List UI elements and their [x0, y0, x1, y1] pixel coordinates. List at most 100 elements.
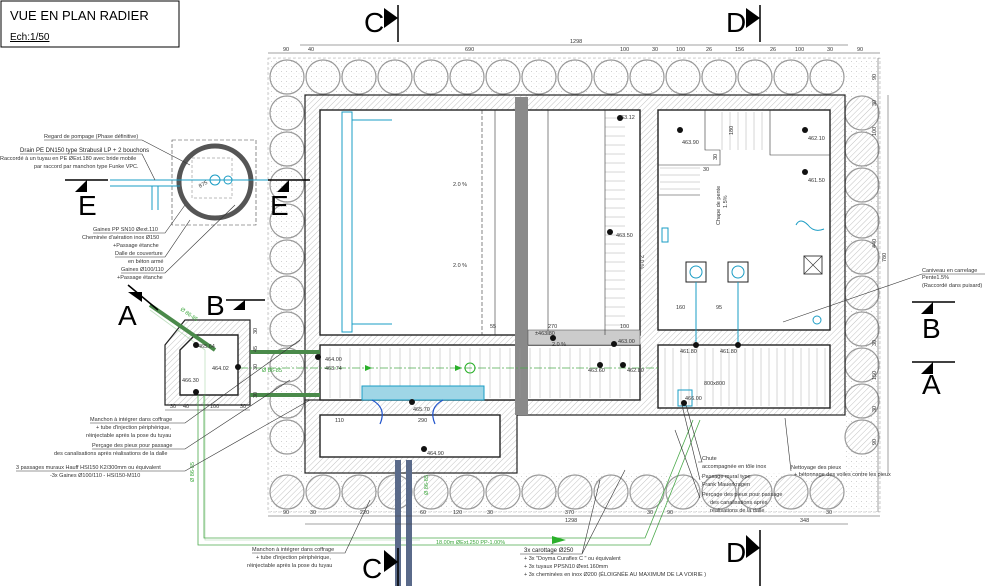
svg-text:461.80: 461.80 [680, 349, 697, 355]
svg-text:en béton armé: en béton armé [128, 259, 163, 265]
svg-text:463.90: 463.90 [682, 140, 699, 146]
pile [844, 275, 880, 311]
svg-text:463.00: 463.00 [618, 339, 635, 345]
svg-text:100: 100 [676, 47, 685, 53]
svg-text:Cheminée d'aération inox Ø150: Cheminée d'aération inox Ø150 [82, 235, 159, 241]
level-marker-icon [693, 342, 699, 348]
svg-text:réinjectable après la pose du: réinjectable après la pose du tuyau [86, 433, 171, 439]
central-column [515, 97, 528, 415]
dimensions-right: 90 30 100 440 30 150 30 90 780 [872, 58, 889, 512]
level-marker-icon [193, 389, 199, 395]
svg-text:875: 875 [198, 180, 209, 190]
svg-text:30: 30 [240, 404, 246, 410]
pile [269, 419, 305, 455]
level-marker-icon [611, 341, 617, 347]
svg-text:466.00: 466.00 [685, 396, 702, 402]
svg-text:100: 100 [795, 47, 804, 53]
svg-text:2.0 %: 2.0 % [453, 263, 467, 269]
svg-text:30: 30 [253, 392, 259, 398]
svg-text:accompagnée en tôle inox: accompagnée en tôle inox [702, 464, 766, 470]
note-carottage: 3x carottage Ø250 + 3x "Doyma Curaflex C… [520, 469, 706, 578]
note-nettoyage: Nettoyage des pieux + bétonnage des voil… [784, 417, 891, 478]
svg-text:466.30: 466.30 [182, 378, 199, 384]
access-room [657, 344, 831, 409]
svg-text:464.02: 464.02 [212, 366, 229, 372]
equipment [110, 111, 825, 425]
svg-text:465.70: 465.70 [413, 407, 430, 413]
svg-text:D: D [726, 537, 746, 568]
svg-text:95: 95 [716, 305, 722, 311]
note-percage-2: Perçage des pieux pour passage des canal… [674, 429, 782, 514]
svg-text:Gaines Ø100/110: Gaines Ø100/110 [121, 267, 164, 273]
pile [269, 131, 305, 167]
pile [557, 59, 593, 95]
pile [737, 474, 773, 510]
pile [269, 203, 305, 239]
svg-text:par raccord par manchon type F: par raccord par manchon type Funke VPC. [34, 164, 139, 170]
svg-text:(Raccordé dans puisard): (Raccordé dans puisard) [922, 283, 982, 289]
pile [269, 383, 305, 419]
svg-text:90: 90 [283, 510, 289, 516]
level-marker-icon [617, 115, 623, 121]
note-drain: Drain PE DN150 type Strabusil LP + 2 bou… [0, 148, 156, 181]
pile [413, 474, 449, 510]
svg-text:270: 270 [548, 324, 557, 330]
svg-text:E: E [270, 190, 289, 221]
svg-text:+ bétonnage des voiles contre: + bétonnage des voiles contre les pieux [794, 472, 891, 478]
pile [773, 59, 809, 95]
svg-text:30: 30 [827, 47, 833, 53]
svg-text:90: 90 [872, 439, 878, 445]
pile [844, 203, 880, 239]
title-block: VUE EN PLAN RADIER Ech:1/50 [0, 0, 180, 48]
svg-text:30: 30 [713, 154, 719, 160]
dimensions-left-chamber: 30 40 100 30 30 45 30 30 [165, 328, 259, 411]
pile [485, 474, 521, 510]
level-marker-icon [607, 229, 613, 235]
svg-text:110: 110 [335, 418, 344, 424]
svg-text:Ø 86-85: Ø 86-85 [424, 475, 430, 495]
note-regard: Regard de pompage (Phase définitive) [44, 134, 191, 166]
svg-text:156: 156 [735, 47, 744, 53]
svg-text:290: 290 [418, 418, 427, 424]
note-percage-1: Perçage des pieux pour passage des canal… [54, 379, 291, 457]
svg-text:100: 100 [620, 324, 629, 330]
svg-text:Gaines PP SN10 Øext.110: Gaines PP SN10 Øext.110 [93, 227, 158, 233]
pile [521, 474, 557, 510]
svg-text:30: 30 [872, 340, 878, 346]
pile [844, 419, 880, 455]
svg-text:Ø 86-85: Ø 86-85 [190, 462, 196, 482]
svg-text:Chape de pente: Chape de pente [716, 186, 722, 225]
svg-text:18.00m ØExt.250 PP-1.00%: 18.00m ØExt.250 PP-1.00% [436, 540, 505, 546]
section-c-bottom: C [362, 548, 399, 586]
pile [844, 167, 880, 203]
pile [269, 95, 305, 131]
svg-text:Perçage des pieux pour passage: Perçage des pieux pour passage [92, 443, 172, 449]
svg-text:1.5%: 1.5% [723, 195, 729, 208]
svg-text:30: 30 [310, 510, 316, 516]
svg-text:B: B [206, 290, 225, 321]
svg-text:45: 45 [253, 346, 259, 352]
lower-room [319, 414, 501, 458]
svg-text:40: 40 [308, 47, 314, 53]
svg-text:465.64: 465.64 [198, 344, 215, 350]
svg-text:440: 440 [872, 239, 878, 248]
svg-text:150: 150 [872, 371, 878, 380]
dimensions-bottom: 90 30 220 60 120 30 370 30 90 1298 348 3… [268, 510, 880, 525]
svg-text:100: 100 [872, 127, 878, 136]
svg-text:-3x Gaines Ø100/110 - HSI150-M: -3x Gaines Ø100/110 - HSI150-M110 [50, 473, 140, 479]
svg-text:463.12: 463.12 [618, 115, 635, 121]
pile [269, 311, 305, 347]
svg-text:90: 90 [283, 47, 289, 53]
level-marker-icon [677, 127, 683, 133]
svg-text:+ tube d'injection périphériqu: + tube d'injection périphérique, [96, 425, 171, 431]
svg-text:2.0 %: 2.0 % [552, 342, 566, 348]
svg-text:Dalle de couverture: Dalle de couverture [115, 251, 163, 257]
section-e-left: E [65, 179, 108, 221]
svg-text:348: 348 [800, 518, 809, 524]
svg-text:180: 180 [729, 126, 735, 135]
svg-text:2.0 %: 2.0 % [453, 182, 467, 188]
pile [269, 239, 305, 275]
svg-text:30: 30 [826, 510, 832, 516]
svg-text:30: 30 [253, 328, 259, 334]
